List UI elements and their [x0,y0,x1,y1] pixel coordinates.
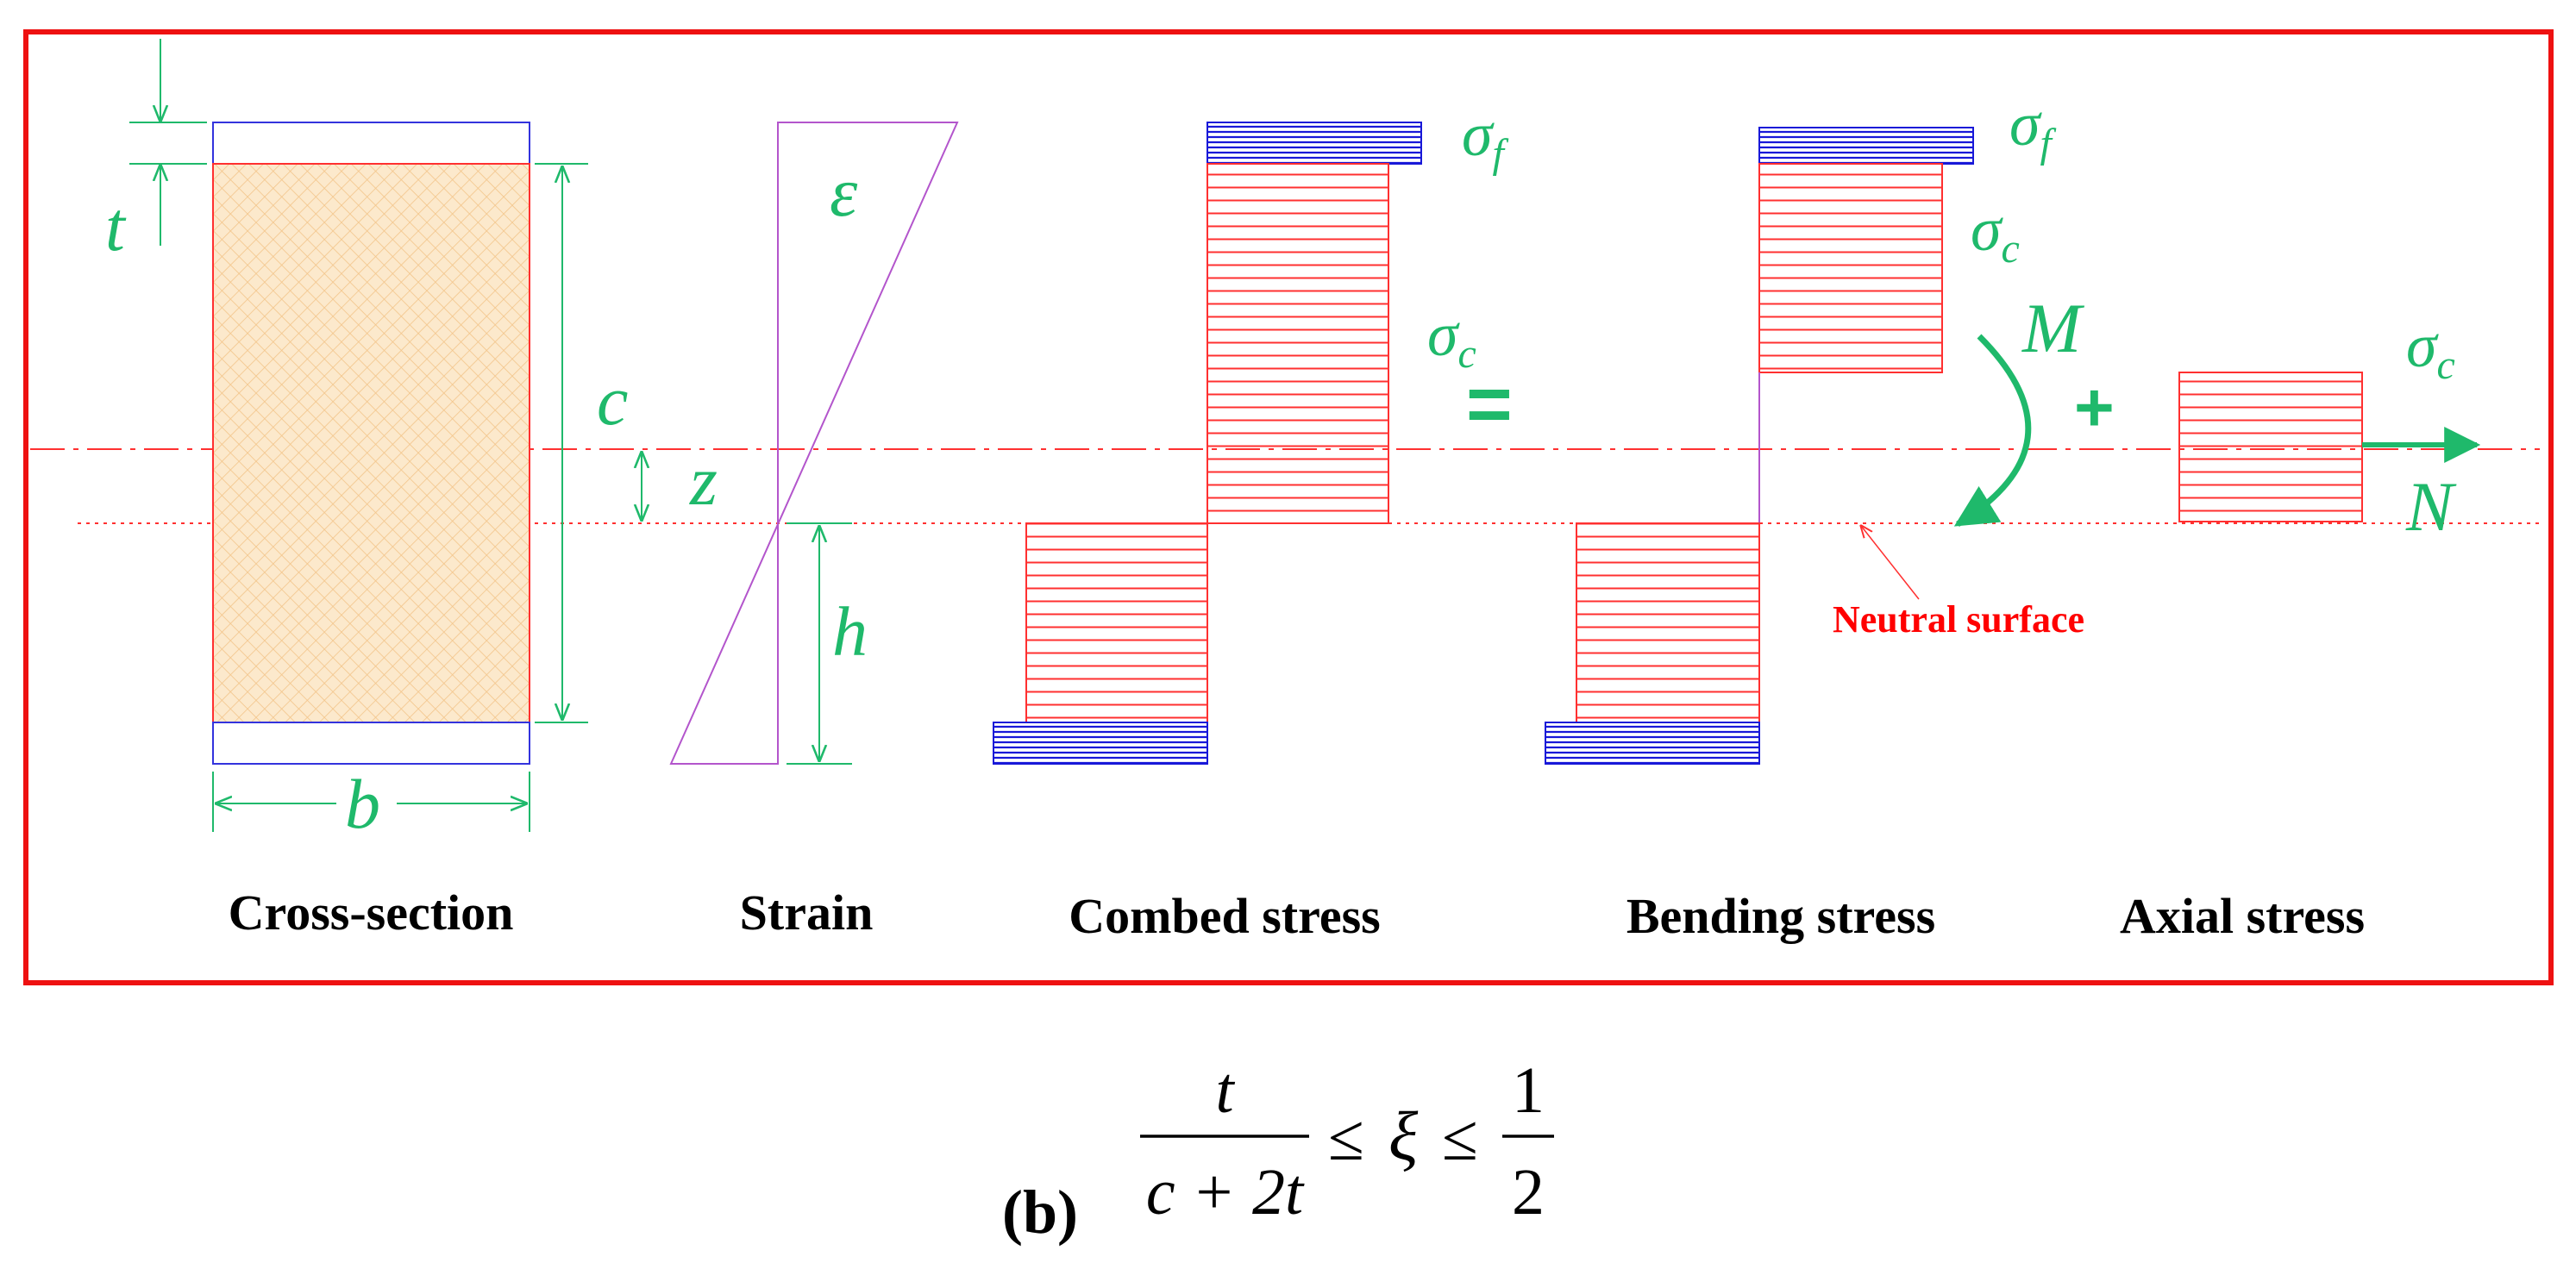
caption-cross-section: Cross-section [229,885,514,941]
bending-sigma-f: σf [2009,90,2057,166]
strain-profile [669,122,959,765]
symbol-b: b [345,765,380,843]
neutral-surface-pointer [1861,526,1920,600]
combined-sigma-c: σc [1427,300,1476,377]
eq-denominator-left: c + 2t [1146,1156,1305,1228]
combined-bottom-flange-block [993,722,1208,765]
bending-bottom-flange-block [1545,722,1760,765]
symbol-N: N [2405,467,2457,546]
strain-diagram: ε h [669,122,959,765]
outer-frame [23,29,2554,985]
bending-stress-diagram: σf σc M + Neutral surface [1545,90,2115,765]
combined-top-flange-block [1207,122,1422,165]
eq-le-2: ≤ [1442,1102,1478,1174]
bottom-flange [212,722,530,765]
combined-top-core-block [1207,163,1389,524]
eq-le-1: ≤ [1328,1102,1364,1174]
core [212,163,530,723]
caption-combined-stress: Combed stress [1069,888,1380,944]
symbol-M: M [2021,289,2085,367]
bending-bottom-core-block [1576,522,1760,723]
equals-sign: = [1466,360,1513,448]
symbol-h: h [832,592,868,671]
caption-bending-stress: Bending stress [1626,888,1935,944]
bending-sigma-c: σc [1971,195,2020,272]
symbol-z: z [689,441,718,520]
moment-arrow [1953,334,2032,527]
caption-axial-stress: Axial stress [2120,888,2365,944]
combined-stress-diagram: σf σc = [993,100,1513,765]
neutral-surface-label: Neutral surface [1833,598,2084,641]
cross-section: t c z b [105,39,718,843]
symbol-c: c [597,361,628,440]
axial-sigma-c: σc [2406,311,2455,388]
eq-numerator-right: 1 [1512,1054,1545,1127]
eq-xi: ξ [1388,1099,1419,1175]
top-flange [212,122,530,165]
axial-stress-diagram: σc N [2178,311,2481,546]
eq-denominator-right: 2 [1512,1156,1545,1228]
combined-bottom-core-block [1025,522,1208,723]
panel-label: (b) [1002,1178,1078,1247]
plus-sign: + [2074,369,2115,446]
symbol-t: t [105,187,127,266]
symbol-epsilon: ε [830,153,858,231]
eq-numerator-left: t [1215,1054,1235,1127]
bending-top-flange-block [1758,127,1974,165]
equation: (b) t c + 2t ≤ ξ ≤ 1 2 [1002,1054,1554,1247]
axial-stress-block [2178,372,2363,522]
combined-sigma-f: σf [1462,100,1509,177]
bending-top-core-block [1758,163,1943,373]
caption-strain: Strain [740,885,874,941]
